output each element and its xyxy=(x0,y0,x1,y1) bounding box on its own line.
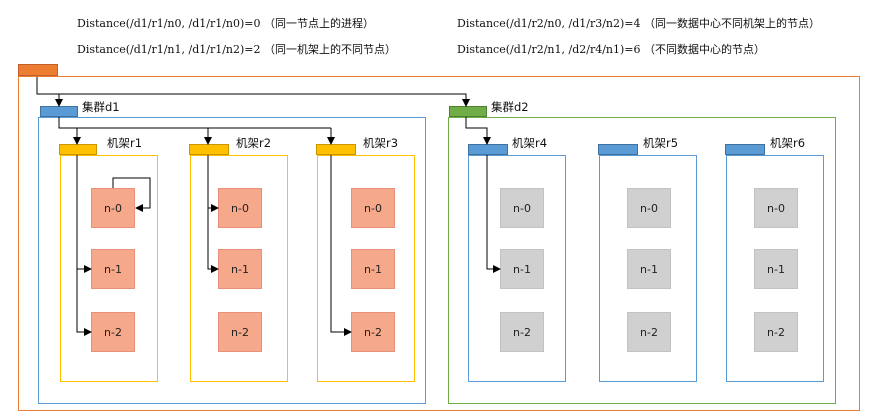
rack-r1 xyxy=(60,155,158,382)
edge-d2-r4 xyxy=(465,117,491,145)
edge-r2-n1 xyxy=(207,208,219,273)
distance-line-3: Distance(/d1/r2/n0, /d1/r3/n2)=4 （同一数据中心… xyxy=(457,17,820,30)
node-r3-n0: n-0 xyxy=(351,188,395,228)
node-r1-n1: n-1 xyxy=(91,249,135,289)
distance-line-1: Distance(/d1/r1/n0, /d1/r1/n0)=0 （同一节点上的… xyxy=(77,17,374,30)
edge-r4-n1 xyxy=(486,155,501,273)
rack-r1-label: 机架r1 xyxy=(107,136,143,150)
rack-r3-label: 机架r3 xyxy=(363,136,399,150)
rack-r4-label: 机架r4 xyxy=(512,136,548,150)
node-r3-n1: n-1 xyxy=(351,249,395,289)
distance-line-2: Distance(/d1/r1/n1, /d1/r1/n2)=2 （同一机架上的… xyxy=(77,43,396,56)
datacenter-d2-label: 集群d2 xyxy=(491,100,529,114)
node-r5-n0: n-0 xyxy=(627,188,671,228)
node-r4-n2: n-2 xyxy=(500,312,544,352)
edge-r1-n2 xyxy=(76,269,92,336)
rack-r3 xyxy=(317,155,415,382)
node-r5-n2: n-2 xyxy=(627,312,671,352)
rack-r2 xyxy=(190,155,288,382)
distance-line-4: Distance(/d1/r2/n1, /d2/r4/n1)=6 （不同数据中心… xyxy=(457,43,765,56)
root-tab xyxy=(18,64,58,76)
rack-r2-label: 机架r2 xyxy=(236,136,272,150)
edge-r3-n2 xyxy=(330,155,352,336)
rack-r5-label: 机架r5 xyxy=(643,136,679,150)
edge-r2-n0 xyxy=(207,155,219,212)
root-container xyxy=(18,76,860,411)
node-r2-n2: n-2 xyxy=(218,312,262,352)
node-r3-n2: n-2 xyxy=(351,312,395,352)
node-r6-n0: n-0 xyxy=(754,188,798,228)
edge-d1-trunk xyxy=(58,117,331,129)
edge-root-d2 xyxy=(59,93,470,107)
node-r1-n0: n-0 xyxy=(91,188,135,228)
rack-r3-tab xyxy=(316,144,356,155)
rack-r6-tab xyxy=(725,144,765,155)
node-r1-n2: n-2 xyxy=(91,312,135,352)
node-r2-n0: n-0 xyxy=(218,188,262,228)
rack-r5-tab xyxy=(598,144,638,155)
node-r2-n1: n-1 xyxy=(218,249,262,289)
datacenter-d2 xyxy=(448,117,836,404)
datacenter-d1 xyxy=(38,117,426,404)
node-r6-n2: n-2 xyxy=(754,312,798,352)
rack-r5 xyxy=(599,155,697,382)
rack-r6-label: 机架r6 xyxy=(770,136,806,150)
edge-r1-n1 xyxy=(76,155,92,273)
edge-r1-n0-loop xyxy=(112,177,151,212)
rack-r6 xyxy=(726,155,824,382)
node-r4-n0: n-0 xyxy=(500,188,544,228)
node-r6-n1: n-1 xyxy=(754,249,798,289)
rack-r4 xyxy=(468,155,566,382)
edge-root-d1 xyxy=(36,77,63,107)
datacenter-d1-label: 集群d1 xyxy=(82,100,120,114)
node-r5-n1: n-1 xyxy=(627,249,671,289)
